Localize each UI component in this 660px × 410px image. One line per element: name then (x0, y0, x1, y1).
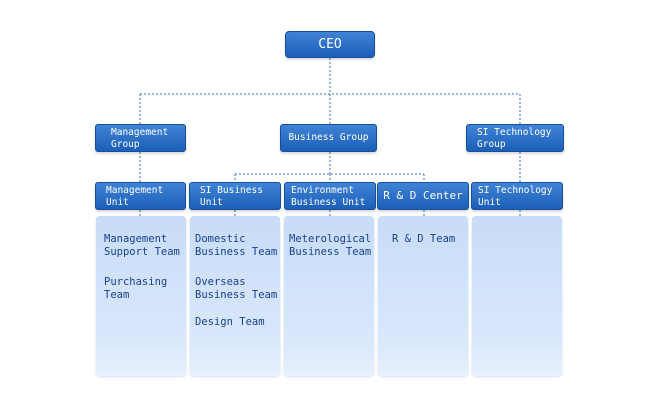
rd-center-panel (378, 216, 468, 376)
team-rd: R & D Team (392, 233, 456, 245)
si-business-unit-panel (190, 216, 280, 376)
management-unit-panel (96, 216, 186, 376)
team-management-support: Management Support Team (104, 233, 180, 258)
business-group-node: Business Group (280, 124, 377, 152)
team-overseas-business: Overseas Business Team (195, 276, 278, 301)
rd-center-node: R & D Center (377, 182, 469, 210)
management-group-node: Management Group (95, 124, 186, 152)
ceo-node: CEO (285, 31, 375, 58)
team-design: Design Team (195, 316, 265, 328)
si-technology-unit-node: SI Technology Unit (471, 182, 563, 210)
team-meterological-business: Meterological Business Team (289, 233, 372, 258)
team-purchasing: Purchasing Team (104, 276, 168, 301)
si-business-unit-node: SI Business Unit (189, 182, 281, 210)
environment-unit-panel (284, 216, 374, 376)
management-unit-node: Management Unit (95, 182, 186, 210)
si-technology-unit-panel (472, 216, 562, 376)
team-domestic-business: Domestic Business Team (195, 233, 278, 258)
environment-business-unit-node: Environment Business Unit (284, 182, 376, 210)
si-technology-group-node: SI Technology Group (466, 124, 564, 152)
